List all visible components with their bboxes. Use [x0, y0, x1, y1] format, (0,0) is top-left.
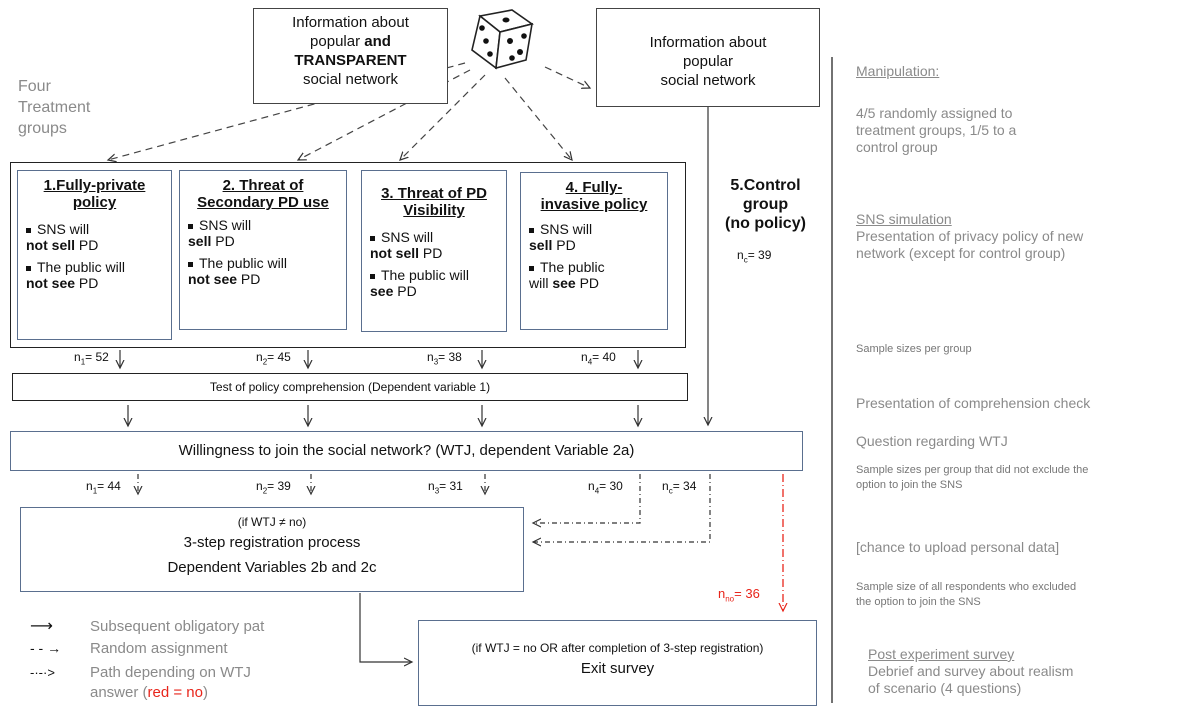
random-arrow-control — [544, 66, 590, 88]
sns-simulation: SNS simulation Presentation of privacy p… — [856, 211, 1084, 261]
n-row2-g1: n1= 44 — [86, 479, 121, 496]
manipulation-title: Manipulation: — [856, 63, 940, 79]
legend-dashed-arrow: - - → — [30, 640, 62, 656]
n-row2-control: nc= 34 — [662, 479, 697, 496]
wtj-path-g4 — [533, 474, 641, 523]
legend-solid-arrow: ⟶ — [30, 618, 53, 635]
n-row1-g4: n4= 40 — [581, 350, 616, 367]
sample-sizes-note: Sample sizes per group — [856, 343, 972, 355]
comprehension-note: Presentation of comprehension check — [856, 395, 1091, 411]
control-group-label: 5.Control group (no policy) — [725, 177, 806, 232]
dice-icon — [471, 9, 534, 70]
exit-survey-box: (if WTJ = no OR after completion of 3-st… — [418, 620, 817, 706]
control-n: nc= 39 — [737, 248, 772, 265]
legend: ⟶Subsequent obligatory pat - - →Random a… — [30, 618, 265, 701]
n-row2-g4: n4= 30 — [588, 479, 623, 496]
registration-box: (if WTJ ≠ no) 3-step registration proces… — [20, 507, 524, 592]
n-row2-g3: n3= 31 — [428, 479, 463, 496]
popular-info-box: Information about popular social network — [596, 8, 820, 107]
random-arrow-g2 — [298, 69, 471, 160]
n-row1-g1: n1= 52 — [74, 350, 109, 367]
four-groups-label: Four Treatment groups — [18, 78, 91, 137]
legend-dashdot-arrow: -·-·> — [30, 665, 55, 680]
wtj-box: Willingness to join the social network? … — [10, 431, 803, 471]
wtj-path-control — [533, 474, 711, 542]
random-arrow-g3 — [400, 74, 486, 160]
registration-to-exit-line — [359, 593, 412, 662]
upload-note: [chance to upload personal data] — [856, 539, 1060, 555]
n-no: nno= 36 — [718, 586, 760, 604]
transparent-info-box: Information about popular and TRANSPAREN… — [253, 8, 448, 104]
comprehension-box: Test of policy comprehension (Dependent … — [12, 373, 688, 401]
excluded-note: Sample size of all respondents who exclu… — [856, 581, 1077, 608]
n-row2-g2: n2= 39 — [256, 479, 291, 496]
n-row1-g2: n2= 45 — [256, 350, 291, 367]
wtj-note: Question regarding WTJ — [856, 433, 1008, 449]
n-row1-g3: n3= 38 — [427, 350, 462, 367]
post-survey: Post experiment survey Debrief and surve… — [868, 646, 1074, 696]
random-arrow-g4 — [504, 77, 572, 160]
manipulation-text: 4/5 randomly assigned to treatment group… — [856, 105, 1017, 155]
not-exclude-note: Sample sizes per group that did not excl… — [856, 464, 1089, 491]
